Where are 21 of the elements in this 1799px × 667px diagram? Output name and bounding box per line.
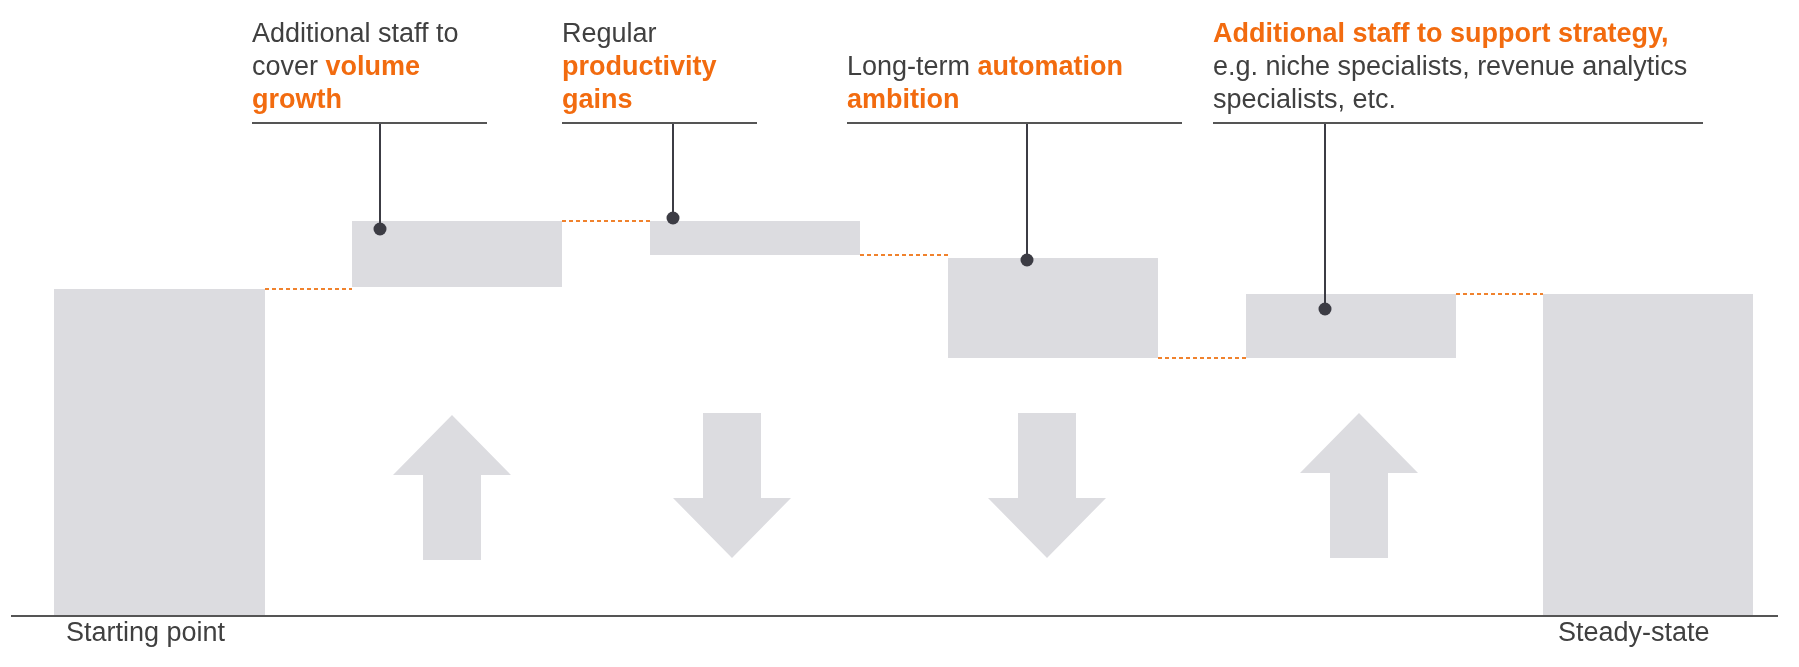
leader-line bbox=[1318, 123, 1332, 316]
callout-text: Regular productivity gains bbox=[562, 17, 718, 116]
waterfall-bar bbox=[650, 221, 860, 255]
connector-line bbox=[1157, 357, 1247, 359]
connector-line bbox=[859, 254, 949, 256]
leader-line bbox=[1020, 123, 1034, 267]
bar-label: Starting point bbox=[66, 617, 226, 648]
connector-line bbox=[1455, 293, 1544, 295]
waterfall-bar bbox=[1543, 294, 1753, 616]
callout-text: Long-term automation ambition bbox=[847, 50, 1125, 116]
waterfall-bar bbox=[352, 221, 562, 287]
leader-line bbox=[666, 123, 680, 225]
connector-line bbox=[264, 288, 353, 290]
callout-text: Additional staff to support strategy, e.g. niche specialists, revenue analytics specialists, etc. bbox=[1213, 17, 1689, 116]
waterfall-bar bbox=[1246, 294, 1456, 358]
connector-line bbox=[561, 220, 651, 222]
bar-label: Steady-state bbox=[1558, 617, 1710, 648]
waterfall-bar bbox=[54, 289, 265, 616]
waterfall-bar bbox=[948, 258, 1158, 358]
leader-line bbox=[373, 123, 387, 236]
callout-text: Additional staff to cover volume growth bbox=[252, 17, 460, 116]
